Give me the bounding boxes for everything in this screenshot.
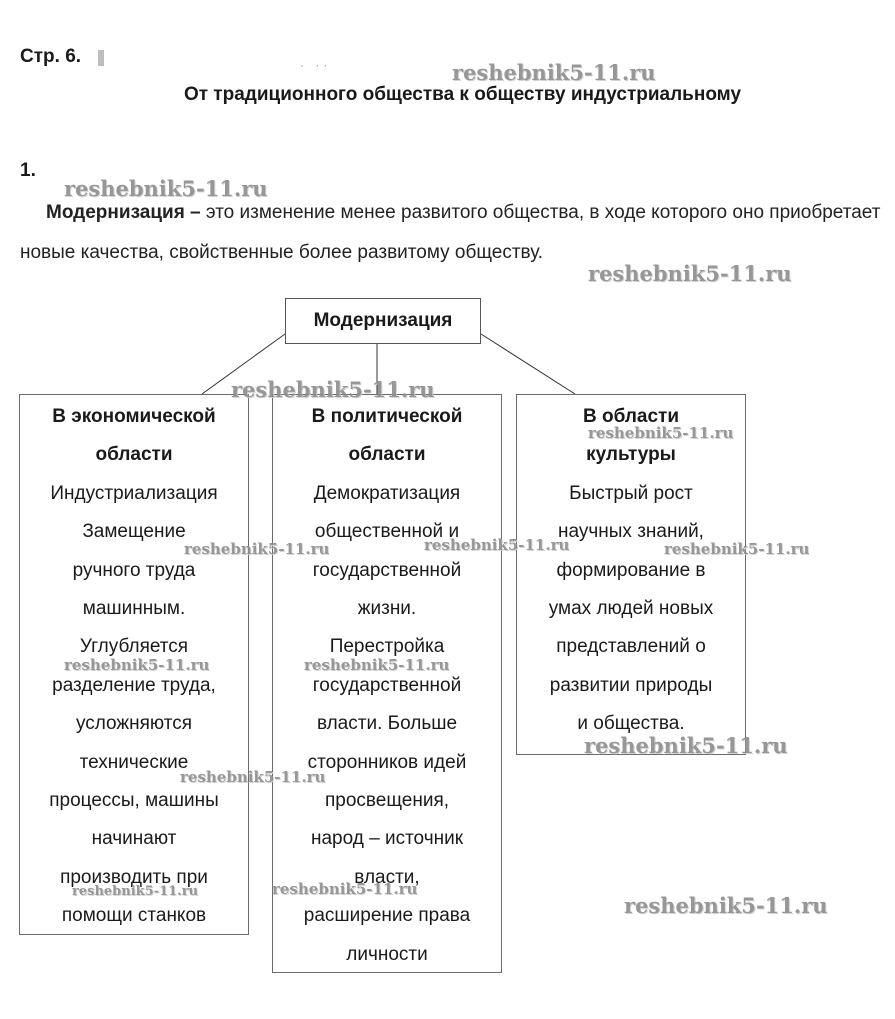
branch-text-line: народ – источник: [310, 828, 464, 850]
watermark: reshebnik5-11.ru: [588, 261, 792, 286]
connector-culture: [480, 333, 576, 395]
watermark: reshebnik5-11.ru: [624, 893, 828, 918]
task-number: 1.: [20, 160, 36, 181]
watermark: reshebnik5-11.ru: [72, 884, 199, 899]
definition-paragraph: Модернизация – это изменение менее разви…: [20, 193, 890, 273]
branch-text-line: жизни.: [357, 598, 417, 620]
branch-text-line: научных знаний,: [558, 521, 704, 543]
branch-text-line: сторонников идей: [307, 751, 467, 773]
watermark: reshebnik5-11.ru: [588, 424, 734, 442]
branch-text-line: Демократизация: [313, 482, 461, 504]
watermark: reshebnik5-11.ru: [424, 536, 570, 554]
branch-text-line: умах людей новых: [548, 598, 714, 620]
branch-text-line: помощи станков: [61, 905, 207, 927]
branch-text-line: власти,: [354, 866, 420, 888]
branch-text-line: Углубляется: [79, 636, 189, 658]
branch-text-line: усложняются: [75, 713, 193, 735]
branch-text-line: технические: [79, 751, 189, 773]
branch-economic: В экономической области Индустриализация…: [19, 394, 249, 935]
branch-text-line: Замещение: [82, 521, 186, 543]
watermark: reshebnik5-11.ru: [452, 60, 656, 85]
diagram-root-box: Модернизация: [285, 298, 481, 344]
branch-cultural: В области культуры Быстрый рост научных …: [516, 394, 746, 755]
lesson-title: От традиционного общества к обществу инд…: [183, 84, 742, 105]
branch-text-line: власти. Больше: [316, 713, 458, 735]
watermark: reshebnik5-11.ru: [180, 768, 326, 786]
branch-heading-line: В политической: [311, 406, 463, 427]
branch-text-line: общественной и: [314, 521, 460, 543]
watermark: reshebnik5-11.ru: [584, 733, 788, 758]
branch-text-line: Быстрый рост: [569, 482, 693, 504]
branch-heading-line: В экономической: [52, 406, 216, 427]
watermark: reshebnik5-11.ru: [184, 540, 330, 558]
branch-text-line: ручного труда: [72, 559, 196, 581]
page-reference-redaction: [98, 50, 104, 66]
branch-heading-line: культуры: [586, 444, 676, 466]
branch-text-line: и общества.: [577, 713, 685, 735]
branch-text-line: Индустриализация: [50, 482, 218, 504]
branch-text-line: государственной: [312, 674, 462, 696]
branch-text-line: расширение права: [303, 905, 471, 927]
page-reference: Стр. 6.: [20, 46, 82, 67]
branch-heading-line: области: [348, 444, 426, 466]
branch-text-line: начинают: [91, 828, 177, 850]
branch-heading-line: В области: [582, 406, 680, 427]
branch-text-line: Перестройка: [329, 636, 445, 658]
definition-text: это изменение менее развитого общества, …: [20, 202, 881, 263]
watermark: reshebnik5-11.ru: [64, 176, 268, 201]
watermark: reshebnik5-11.ru: [64, 656, 210, 674]
branch-text-line: формирование в: [556, 559, 706, 581]
branch-text-line: производить при: [60, 866, 208, 888]
branch-text-line: разделение труда,: [52, 674, 216, 696]
watermark: reshebnik5-11.ru: [664, 540, 810, 558]
branch-text-line: представлений о: [556, 636, 706, 658]
branch-political: В политической области Демократизация об…: [272, 394, 502, 973]
watermark: reshebnik5-11.ru: [272, 880, 418, 898]
branch-heading-line: области: [95, 444, 173, 466]
watermark: reshebnik5-11.ru: [231, 377, 435, 402]
definition-term: Модернизация –: [46, 202, 201, 223]
page-reference-redaction-dots: · ··: [300, 58, 332, 72]
branch-text-line: развитии природы: [549, 674, 713, 696]
branch-text-line: личности: [346, 943, 428, 965]
branch-text-line: просвещения,: [324, 790, 450, 812]
branch-text-line: машинным.: [82, 598, 186, 620]
watermark: reshebnik5-11.ru: [304, 656, 450, 674]
branch-text-line: процессы, машины: [49, 790, 219, 812]
branch-text-line: государственной: [312, 559, 462, 581]
